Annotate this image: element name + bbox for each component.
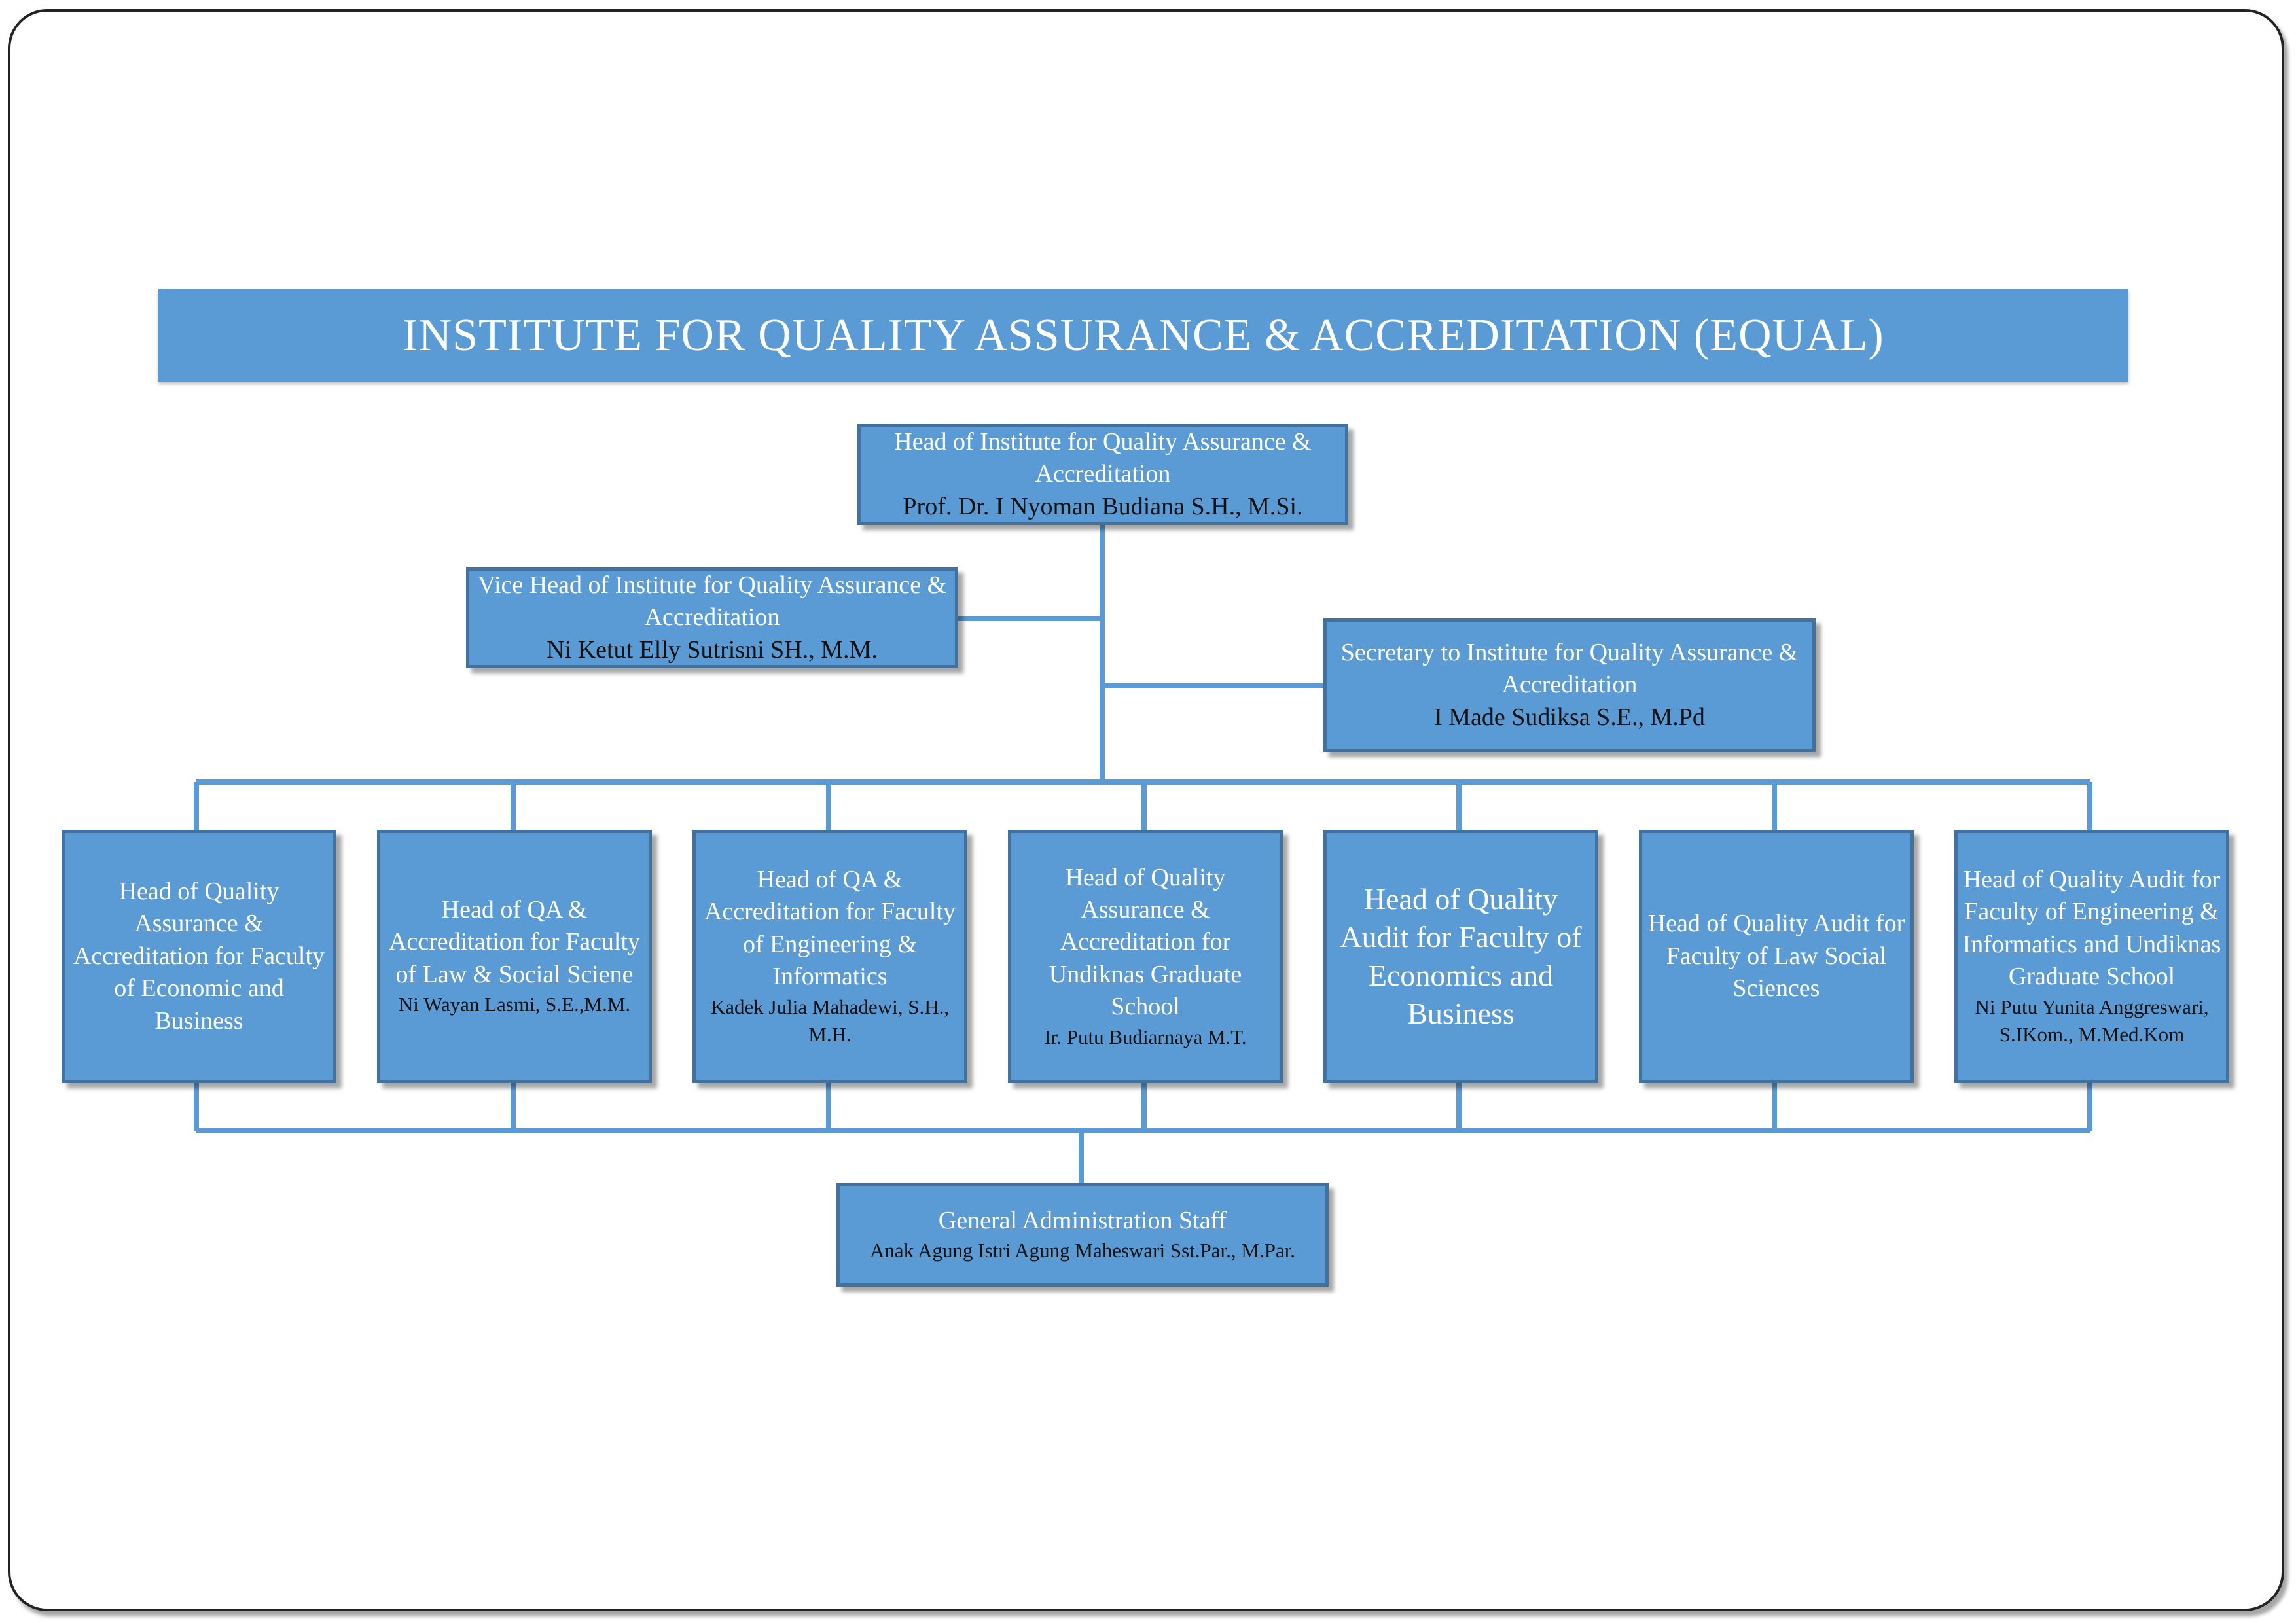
- admin-role: General Administration Staff: [938, 1206, 1227, 1234]
- unit-box-audit-economics: Head of Quality Audit for Faculty of Eco…: [1323, 830, 1598, 1083]
- admin-box: General Administration Staff Anak Agung …: [836, 1183, 1329, 1287]
- unit-role: Head of QA & Accreditation for Faculty o…: [388, 896, 641, 988]
- slide-frame: [8, 9, 2284, 1611]
- unit-name: Ir. Putu Budiarnaya M.T.: [1044, 1025, 1247, 1048]
- unit-role: Head of QA & Accreditation for Faculty o…: [704, 865, 956, 991]
- unit-role: Head of Quality Audit for Faculty of Eng…: [1962, 865, 2221, 991]
- head-name: Prof. Dr. I Nyoman Budiana S.H., M.Si.: [903, 492, 1303, 520]
- secretary-box: Secretary to Institute for Quality Assur…: [1323, 618, 1816, 752]
- unit-name: Ni Wayan Lasmi, S.E.,M.M.: [398, 993, 631, 1016]
- unit-box-engineering-informatics: Head of QA & Accreditation for Faculty o…: [692, 830, 967, 1083]
- admin-name: Anak Agung Istri Agung Maheswari Sst.Par…: [869, 1239, 1296, 1262]
- secretary-name: I Made Sudiksa S.E., M.Pd: [1434, 703, 1705, 731]
- secretary-role: Secretary to Institute for Quality Assur…: [1340, 638, 1799, 699]
- unit-name: Ni Putu Yunita Anggreswari, S.IKom., M.M…: [1975, 995, 2209, 1046]
- head-role: Head of Institute for Quality Assurance …: [894, 427, 1312, 488]
- head-box: Head of Institute for Quality Assurance …: [857, 424, 1348, 525]
- unit-role: Head of Quality Audit for Faculty of Eco…: [1340, 882, 1582, 1030]
- unit-role: Head of Quality Assurance & Accreditatio…: [73, 878, 325, 1035]
- unit-box-economic-business: Head of Quality Assurance & Accreditatio…: [62, 830, 336, 1083]
- vice-head-name: Ni Ketut Elly Sutrisni SH., M.M.: [547, 635, 878, 664]
- vice-head-role: Vice Head of Institute for Quality Assur…: [477, 571, 947, 632]
- vice-head-box: Vice Head of Institute for Quality Assur…: [466, 567, 958, 668]
- unit-box-audit-law: Head of Quality Audit for Faculty of Law…: [1639, 830, 1914, 1083]
- unit-box-law-social: Head of QA & Accreditation for Faculty o…: [377, 830, 652, 1083]
- unit-box-graduate-school: Head of Quality Assurance & Accreditatio…: [1008, 830, 1283, 1083]
- page-title: INSTITUTE FOR QUALITY ASSURANCE & ACCRED…: [158, 289, 2128, 382]
- unit-name: Kadek Julia Mahadewi, S.H., M.H.: [710, 995, 950, 1046]
- unit-role: Head of Quality Audit for Faculty of Law…: [1647, 910, 1905, 1003]
- unit-role: Head of Quality Assurance & Accreditatio…: [1049, 863, 1242, 1021]
- unit-box-audit-engineering-graduate: Head of Quality Audit for Faculty of Eng…: [1954, 830, 2229, 1083]
